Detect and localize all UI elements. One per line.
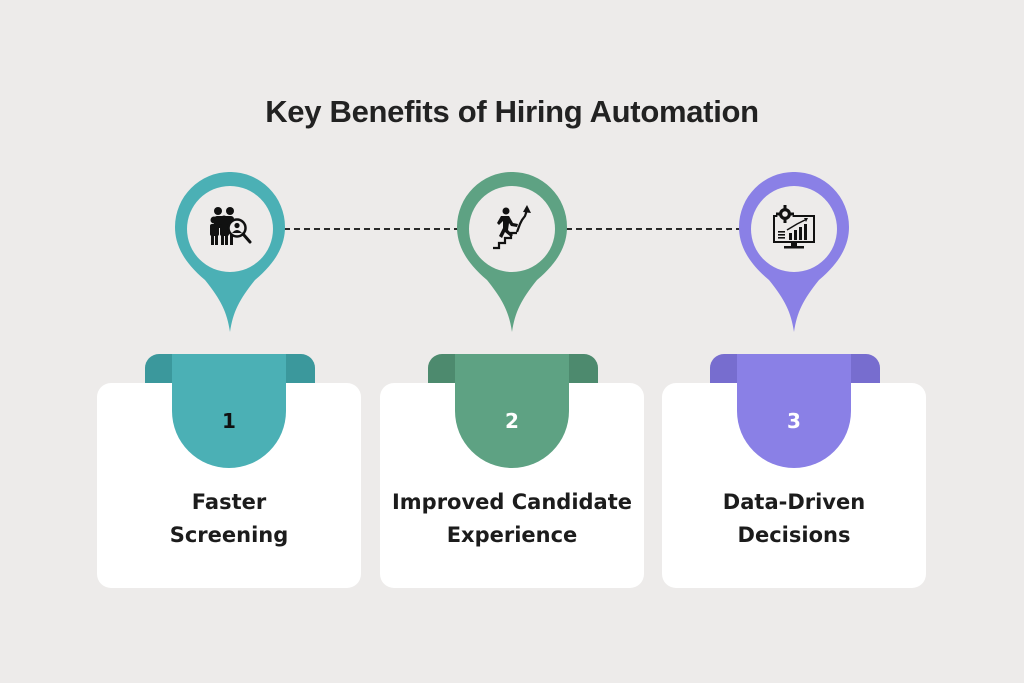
step-number-3: 3 bbox=[787, 409, 801, 433]
benefit-label-2-line2: Experience bbox=[446, 523, 578, 547]
step-number-1: 1 bbox=[222, 409, 236, 433]
analytics-monitor-gear-icon bbox=[773, 205, 815, 249]
team-search-icon bbox=[210, 207, 252, 245]
climbing-stairs-growth-icon bbox=[493, 205, 531, 250]
map-pin-1 bbox=[175, 172, 285, 334]
ribbon-tab-2 bbox=[455, 354, 569, 468]
ribbon-tab-3 bbox=[737, 354, 851, 468]
dashed-connector-2-3 bbox=[566, 228, 742, 230]
benefit-label-2: Improved Candidate Experience bbox=[380, 486, 644, 552]
benefit-label-1-line1: Faster bbox=[191, 490, 267, 514]
ribbon-tab-1 bbox=[172, 354, 286, 468]
benefit-label-1-line2: Screening bbox=[169, 523, 289, 547]
page-title: Key Benefits of Hiring Automation bbox=[265, 94, 759, 129]
map-pin-3 bbox=[739, 172, 849, 334]
benefit-label-2-line1: Improved Candidate bbox=[391, 490, 633, 514]
dashed-connector-1-2 bbox=[284, 228, 460, 230]
map-pin-2 bbox=[457, 172, 567, 334]
step-number-2: 2 bbox=[505, 409, 519, 433]
benefit-label-3-line2: Decisions bbox=[737, 523, 851, 547]
benefit-label-3: Data-Driven Decisions bbox=[662, 486, 926, 552]
benefit-label-1: Faster Screening bbox=[97, 486, 361, 552]
benefit-label-3-line1: Data-Driven bbox=[722, 490, 866, 514]
